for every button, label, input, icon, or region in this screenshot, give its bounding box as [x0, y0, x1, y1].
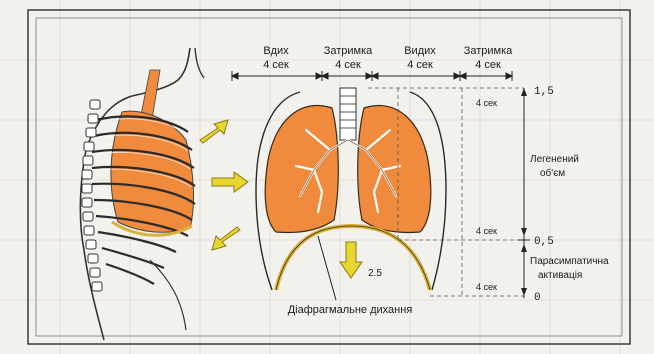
left-lung	[265, 106, 338, 233]
arrow-down-left-icon	[212, 227, 240, 250]
diaphragm-label: Діафрагмальне дихання	[288, 304, 413, 316]
phase-3-title: Видих	[404, 45, 436, 57]
phase-2-title: Затримка	[324, 45, 373, 57]
parasym-label-1: Парасимпатична	[530, 256, 609, 267]
scale-mid-sec: 4 сек	[476, 226, 497, 236]
value-low: 0	[534, 292, 541, 304]
lung-volume-label-2: об'єм	[540, 167, 565, 179]
scale-top-sec: 4 сек	[476, 98, 497, 108]
phase-2-duration: 4 сек	[335, 59, 361, 71]
neck-outline	[195, 48, 204, 78]
right-lung	[358, 106, 431, 233]
arrow-right-icon	[212, 172, 248, 192]
phase-3-duration: 4 сек	[407, 59, 433, 71]
lungs-illustration: 2.5	[256, 88, 446, 290]
small-value: 2.5	[368, 268, 382, 279]
lung-volume-label-1: Легенений	[530, 154, 579, 165]
phase-1-duration: 4 сек	[263, 59, 289, 71]
scale-bottom-sec: 4 сек	[476, 282, 497, 292]
parasym-label-2: активація	[538, 270, 582, 281]
value-high: 1,5	[534, 86, 554, 98]
phase-4-title: Затримка	[464, 45, 513, 57]
torso-illustration	[80, 48, 204, 340]
spine	[82, 100, 102, 291]
phase-1-title: Вдих	[263, 45, 289, 57]
arrow-down-icon	[340, 242, 362, 278]
phase-timeline: Вдих 4 сек Затримка 4 сек Видих 4 сек За…	[232, 45, 513, 81]
arrow-up-right-icon	[200, 120, 228, 143]
diaphragm-leader	[318, 236, 336, 300]
value-mid: 0,5	[534, 236, 554, 248]
expansion-arrows	[200, 120, 248, 250]
phase-4-duration: 4 сек	[475, 59, 501, 71]
